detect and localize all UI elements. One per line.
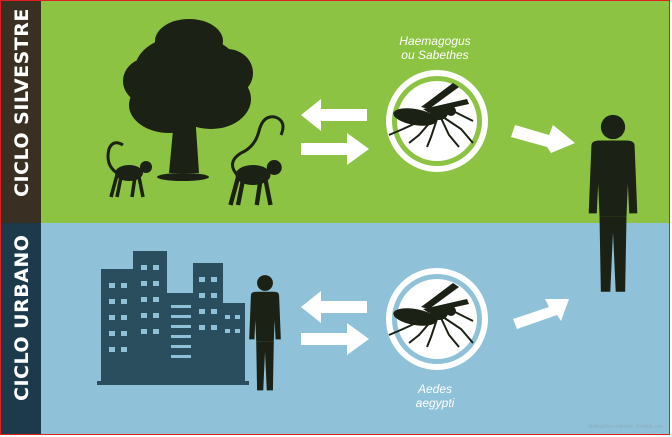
image-credit: Ilustrações originais: Freepik.com	[589, 424, 663, 430]
sylvatic-species-line2: ou Sabethes	[401, 48, 468, 62]
sylvatic-mosquito-icon	[389, 73, 485, 169]
urban-species-line1: Aedes	[417, 382, 452, 396]
urban-label: CICLO URBANO	[11, 235, 33, 401]
sylvatic-label: CICLO SILVESTRE	[11, 8, 33, 197]
urban-species-line2: aegypti	[416, 396, 455, 410]
urban-mosquito-icon	[389, 271, 485, 367]
sylvatic-species-line1: Haemagogus	[399, 34, 470, 48]
